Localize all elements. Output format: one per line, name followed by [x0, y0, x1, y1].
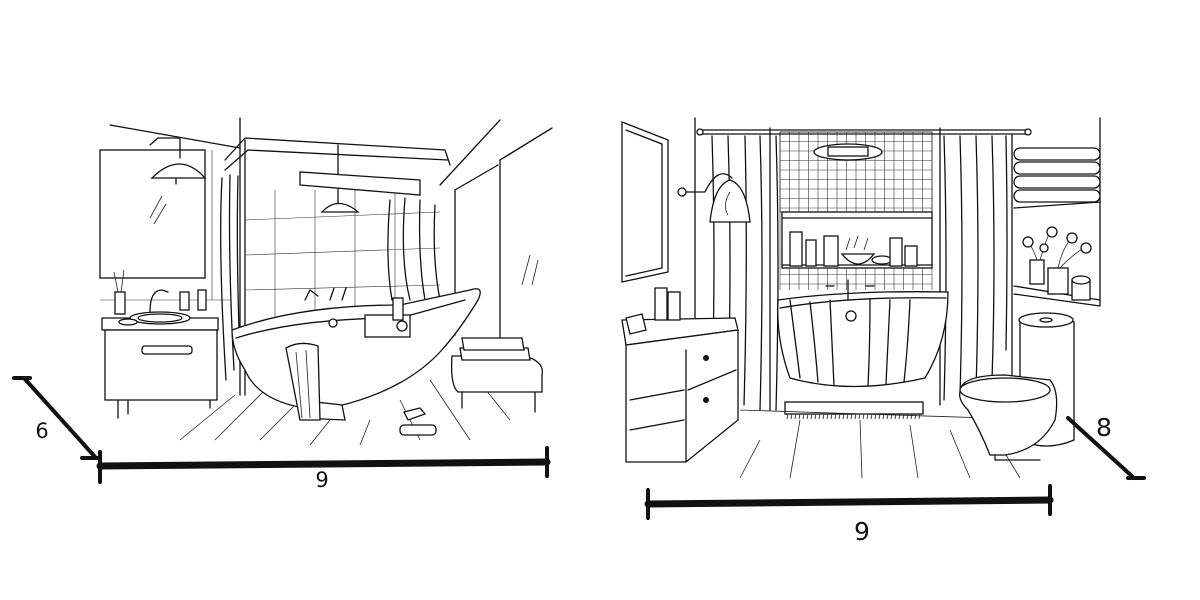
right-niche-shelf: [789, 231, 918, 267]
left-width-label: 9: [315, 468, 328, 492]
right-mirror: [621, 121, 669, 283]
left-bench: [450, 337, 544, 413]
left-wall-lamp: [149, 137, 207, 185]
right-wall-sconce: [677, 173, 751, 223]
left-room-walls: [100, 117, 553, 396]
left-depth-dimension: [12, 376, 100, 460]
right-bath-mat-fringe: [786, 413, 921, 420]
left-shower-rod: [224, 137, 451, 396]
right-ceiling-light: [813, 143, 883, 161]
right-vanity: [621, 287, 739, 463]
left-towel: [285, 342, 321, 421]
right-depth-dimension: [1066, 416, 1146, 480]
left-width-dimension: [96, 446, 551, 484]
right-toilet: [959, 312, 1075, 461]
right-bathroom-illustration: [621, 117, 1101, 479]
left-depth-label: 6: [35, 419, 48, 443]
right-curtain-right: [943, 135, 1008, 401]
right-depth-label: 8: [1096, 413, 1112, 442]
left-bathroom-illustration: [99, 117, 553, 446]
right-plant: [1022, 226, 1092, 301]
left-vanity: [101, 269, 219, 419]
left-curtain-right: [387, 197, 441, 301]
right-width-label: 9: [854, 517, 870, 546]
right-curtain-rod: [696, 128, 1032, 136]
right-width-dimension: [644, 484, 1054, 520]
right-bathtub: [777, 279, 949, 420]
left-floor-items: [399, 407, 437, 436]
